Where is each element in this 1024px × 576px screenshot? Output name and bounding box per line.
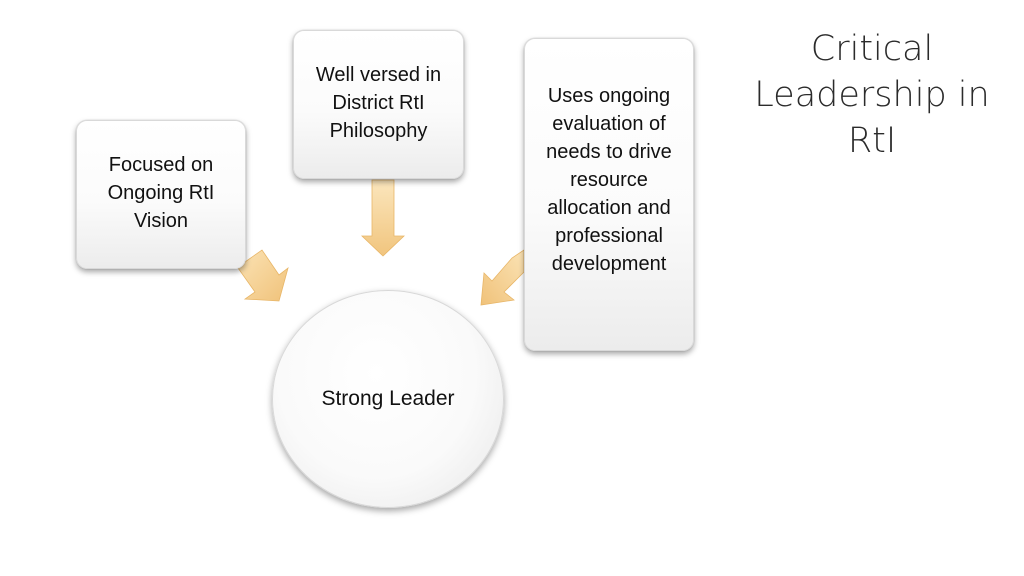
center-strong-leader-label: Strong Leader <box>321 387 455 410</box>
box-district-rti-philosophy-label: Well versed in District RtI Philosophy <box>315 64 442 142</box>
arrow-vision-to-leader <box>237 249 289 302</box>
arrow-philosophy-to-leader <box>361 179 405 257</box>
box-ongoing-evaluation: Uses ongoing evaluation of needs to driv… <box>524 38 694 351</box>
arrow-evaluation-to-leader <box>480 249 525 306</box>
box-ongoing-evaluation-label: Uses ongoing evaluation of needs to driv… <box>546 85 672 275</box>
slide-title: Critical Leadership in RtI <box>754 29 990 161</box>
center-strong-leader: Strong Leader <box>272 290 504 508</box>
box-ongoing-rti-vision: Focused on Ongoing RtI Vision <box>76 120 246 269</box>
box-district-rti-philosophy: Well versed in District RtI Philosophy <box>293 30 464 179</box>
box-ongoing-rti-vision-label: Focused on Ongoing RtI Vision <box>107 154 215 232</box>
